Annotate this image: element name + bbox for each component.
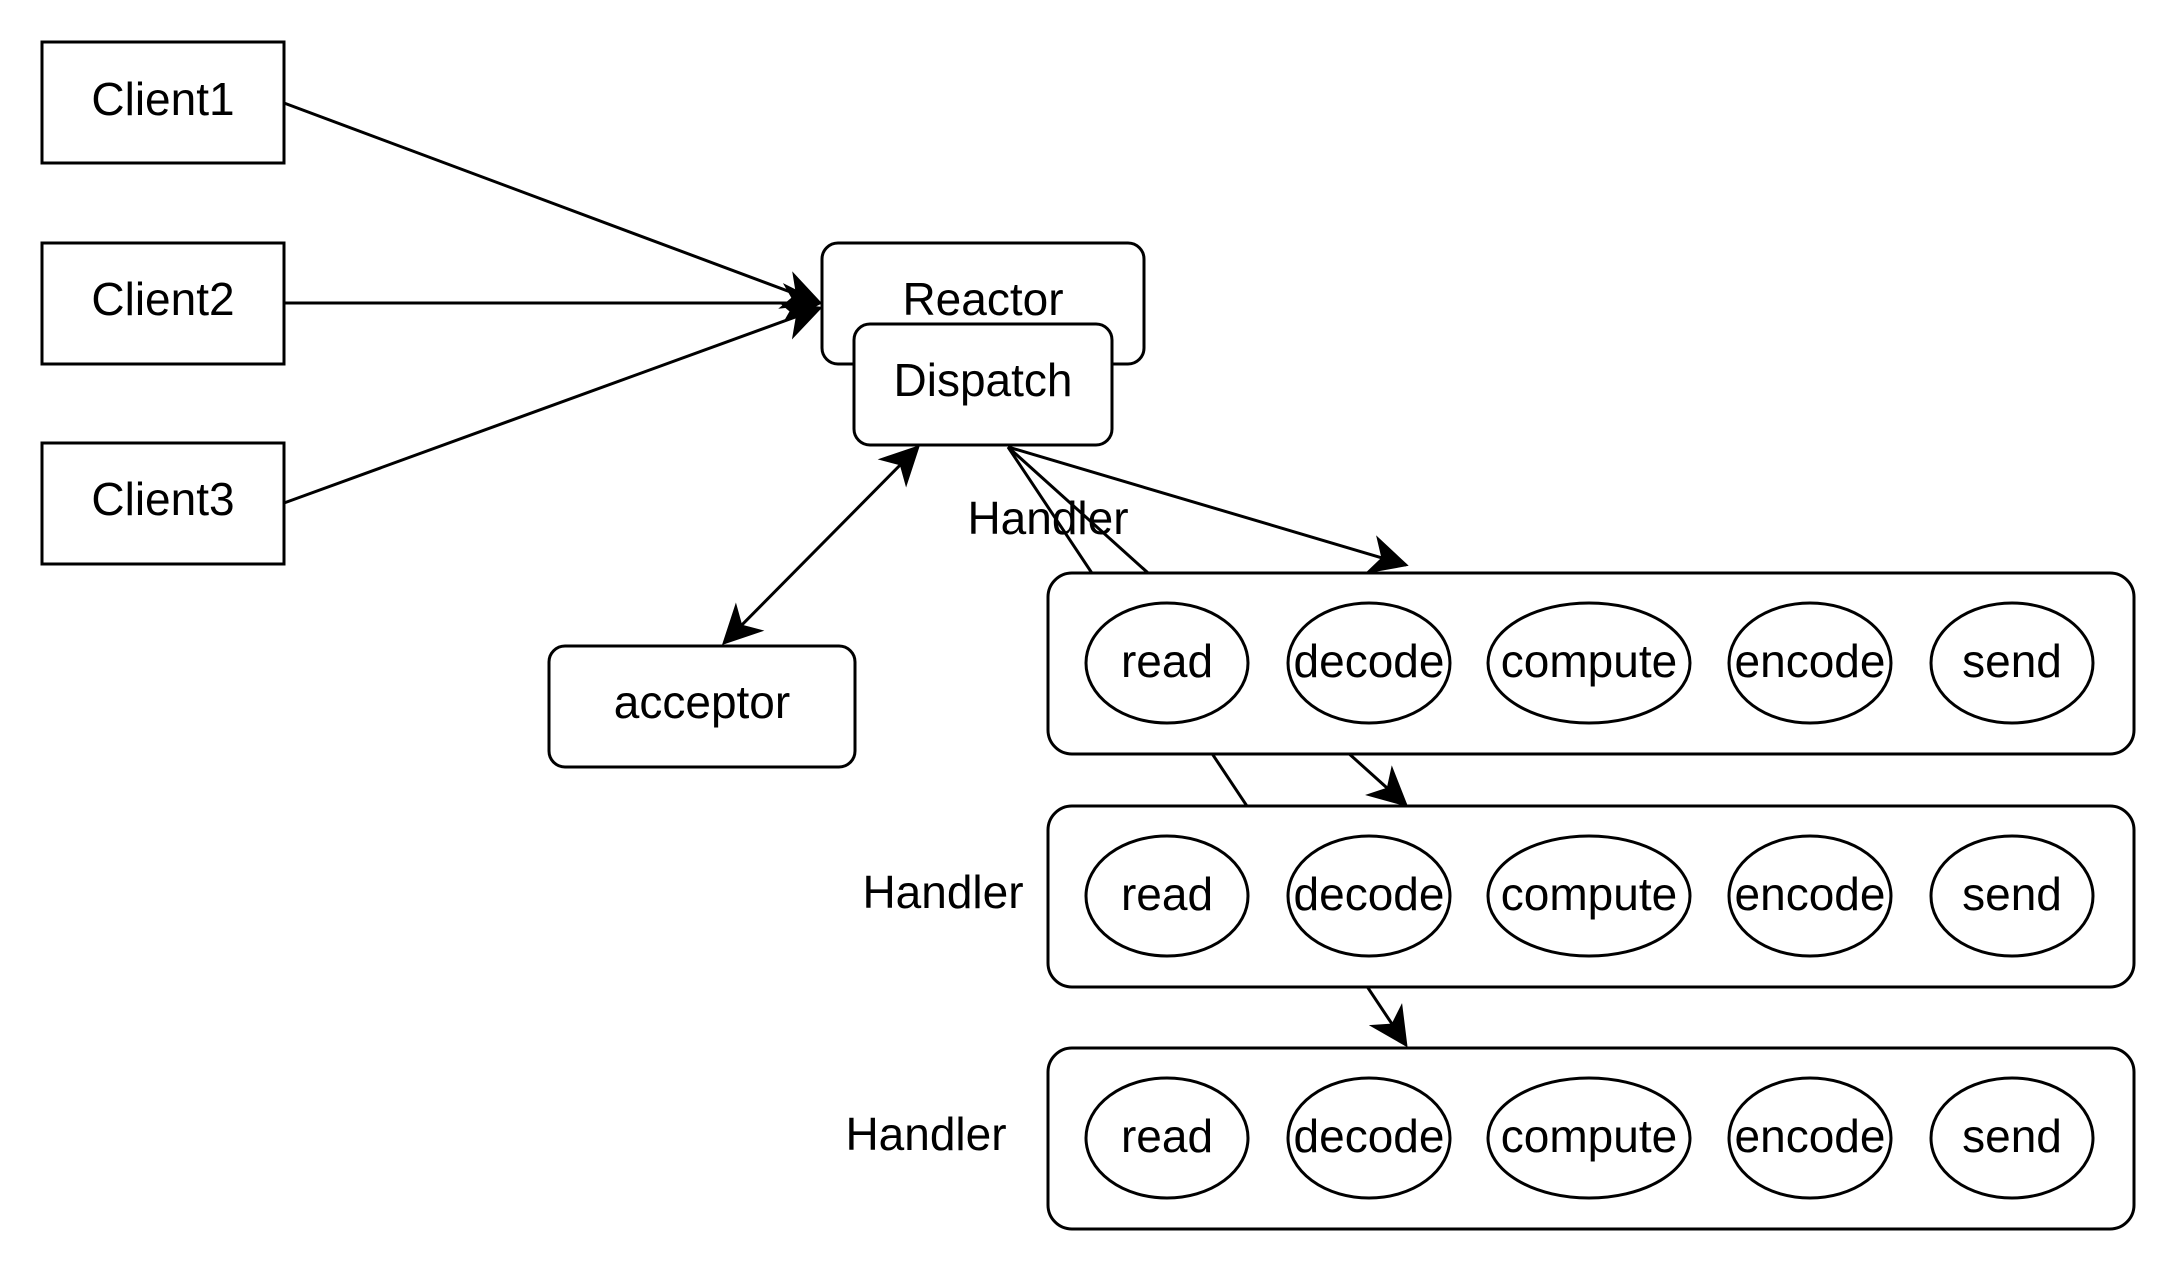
handler-2-send-node <box>1929 834 2095 958</box>
client-1-label: Client1 <box>91 73 234 125</box>
handler-1-send-label: send <box>1962 635 2062 687</box>
edge-dispatch-handler1 <box>1007 445 1409 574</box>
client-3: Client3 <box>40 441 286 566</box>
handler-3-decode-label: decode <box>1294 1110 1445 1162</box>
edge-dispatch-acceptor <box>721 444 921 646</box>
dispatch-label: Dispatch <box>894 354 1073 406</box>
edge-client3-reactor <box>283 301 823 505</box>
handler-2-send-label: send <box>1962 868 2062 920</box>
handler-1-send-node <box>1929 601 2095 725</box>
handler-2-decode-label: decode <box>1294 868 1445 920</box>
handler-1-compute-node <box>1486 601 1692 725</box>
handler-2-decode-node <box>1286 834 1452 958</box>
handler-3-compute-node <box>1486 1076 1692 1200</box>
client-1: Client1 <box>40 40 286 165</box>
handler-3-send-node <box>1929 1076 2095 1200</box>
handler-1-label: Handler <box>967 492 1128 544</box>
handler-1-decode-node <box>1286 601 1452 725</box>
handler-3-read-node <box>1084 1076 1250 1200</box>
handler-3-label: Handler <box>845 1108 1006 1160</box>
handler-3-encode-node <box>1727 1076 1893 1200</box>
handler-3-send-label: send <box>1962 1110 2062 1162</box>
handler-2-read-label: read <box>1121 868 1213 920</box>
client-2: Client2 <box>40 241 286 366</box>
handler-3: read decode compute encode send <box>1046 1046 2136 1231</box>
handler-3-encode-label: encode <box>1735 1110 1886 1162</box>
handler-1-compute-label: compute <box>1501 635 1677 687</box>
handler-2-compute-label: compute <box>1501 868 1677 920</box>
handler-2-compute-node <box>1486 834 1692 958</box>
acceptor-label: acceptor <box>614 676 790 728</box>
handler-2-encode-label: encode <box>1735 868 1886 920</box>
edge-client1-reactor <box>283 101 823 309</box>
client-2-label: Client2 <box>91 273 234 325</box>
client-3-label: Client3 <box>91 473 234 525</box>
handler-1-decode-label: decode <box>1294 635 1445 687</box>
acceptor-node: acceptor <box>547 644 857 769</box>
handler-1-encode-node <box>1727 601 1893 725</box>
handler-3-compute-label: compute <box>1501 1110 1677 1162</box>
handler-2-encode-node <box>1727 834 1893 958</box>
handler-1: read decode compute encode send <box>1046 571 2136 756</box>
handler-1-encode-label: encode <box>1735 635 1886 687</box>
handler-2: read decode compute encode send <box>1046 804 2136 989</box>
dispatch-node: Dispatch <box>852 322 1114 447</box>
handler-2-read-node <box>1084 834 1250 958</box>
handler-3-read-label: read <box>1121 1110 1213 1162</box>
handler-2-label: Handler <box>862 866 1023 918</box>
reactor-label: Reactor <box>902 273 1063 325</box>
handler-3-decode-node <box>1286 1076 1452 1200</box>
handler-1-read-node <box>1084 601 1250 725</box>
handler-1-read-label: read <box>1121 635 1213 687</box>
